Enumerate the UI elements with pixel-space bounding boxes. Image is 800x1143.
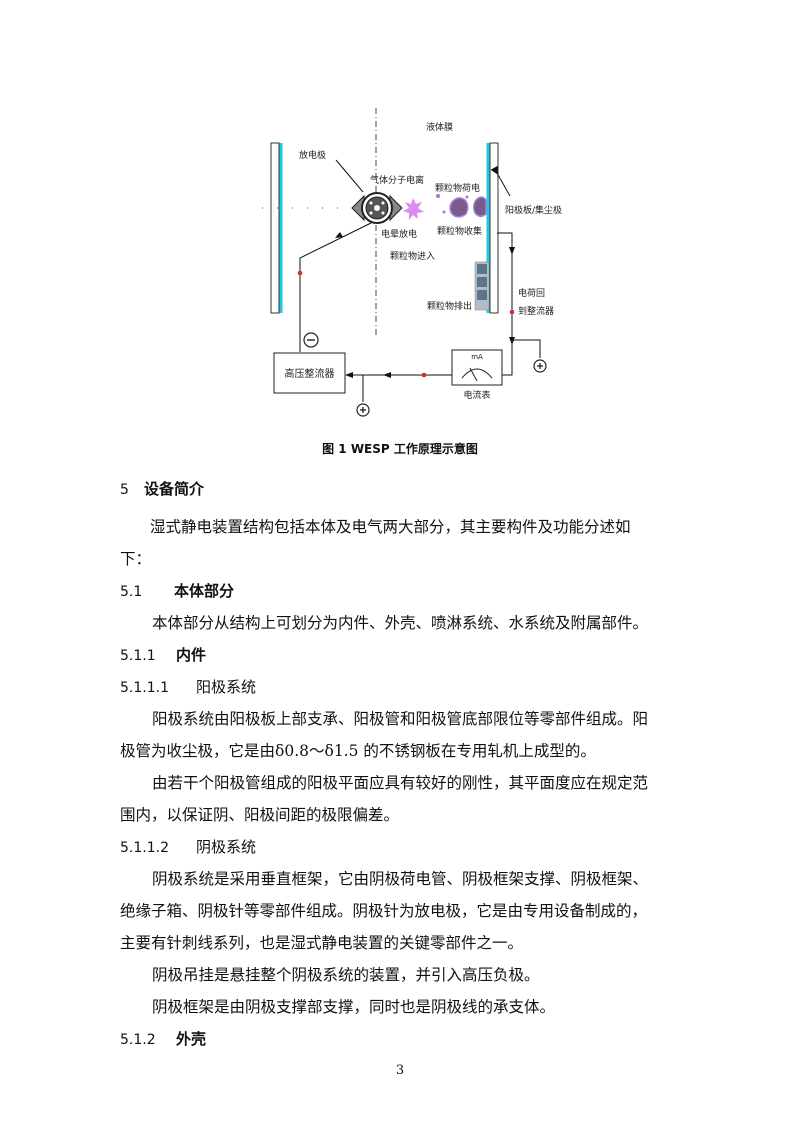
heading-5-1: 5.1 本体部分 — [120, 581, 234, 602]
discharge-electrode-icon — [351, 192, 403, 224]
label-anode-plate: 阳极板/集尘极 — [505, 204, 562, 216]
wire-arrow-icon — [383, 372, 391, 378]
ion-dot — [465, 195, 469, 199]
ammeter-dial-icon — [461, 368, 493, 379]
paragraph-line: 阴极系统是采用垂直框架，它由阴极荷电管、阴极框架支撑、阴极框架、 — [152, 870, 649, 888]
heading-number: 5.1.2 — [120, 1032, 156, 1048]
wire-plate-to-ammeter — [497, 232, 513, 376]
left-plate — [270, 142, 280, 314]
ammeter-unit: mA — [471, 353, 483, 361]
paragraph-line: 围内，以保证阴、阳极间距的极限偏差。 — [120, 806, 400, 824]
page-number: 3 — [395, 1063, 405, 1078]
paragraph-line: 极管为收尘极，它是由δ0.8～δ1.5 的不锈钢板在专用轧机上成型的。 — [120, 742, 596, 760]
heading-title: 阳极系统 — [196, 678, 257, 696]
wire-dot — [509, 309, 515, 315]
wire-electrode-to-rectifier — [299, 222, 372, 331]
ion-dot — [436, 194, 440, 198]
label-discharge-electrode: 放电极 — [299, 149, 326, 161]
paragraph-line: 绝缘子箱、阴极针等零部件组成。阴极针为放电极，它是由专用设备制成的， — [120, 902, 648, 920]
heading-5-1-1-2: 5.1.1.2 阴极系统 — [120, 837, 256, 858]
heading-title: 阴极系统 — [196, 838, 257, 856]
ionization-burst-icon — [403, 198, 424, 220]
heading-number: 5.1.1 — [120, 648, 156, 664]
label-particle-charging: 颗粒物荷电 — [435, 182, 480, 194]
figure-caption: 图 1 WESP 工作原理示意图 — [322, 442, 478, 456]
heading-number: 5.1.1.2 — [120, 840, 169, 856]
heading-number: 5 — [120, 482, 129, 498]
heading-title: 设备简介 — [144, 480, 205, 498]
wire-ground-right — [512, 339, 541, 358]
label-corona-discharge: 电晕放电 — [381, 228, 417, 240]
heading-title: 外壳 — [176, 1030, 207, 1048]
ammeter-needle-icon — [469, 367, 478, 382]
plus-terminal-icon — [533, 359, 547, 373]
paragraph-line: 湿式静电装置结构包括本体及电气两大部分，其主要构件及功能分述如 — [150, 518, 631, 536]
wire-arrow-icon — [509, 337, 515, 345]
charged-particle-icon — [449, 196, 487, 218]
label-charge-return-2: 到整流器 — [518, 305, 554, 317]
wire-arrow-icon — [509, 247, 515, 255]
right-plate — [489, 142, 499, 314]
wire-dot — [421, 372, 427, 378]
heading-5-1-1-1: 5.1.1.1 阳极系统 — [120, 677, 256, 698]
paragraph-line: 阳极系统由阳极板上部支承、阳极管和阳极管底部限位等零部件组成。阳 — [152, 710, 649, 728]
heading-number: 5.1.1.1 — [120, 680, 169, 696]
label-liquid-film: 液体膜 — [426, 121, 453, 133]
paragraph-line: 主要有针刺线系列，也是湿式静电装置的关键零部件之一。 — [120, 934, 524, 952]
heading-5-1-1: 5.1.1 内件 — [120, 645, 206, 666]
minus-terminal-icon — [303, 332, 319, 348]
ammeter-box — [451, 349, 503, 386]
paragraph-line: 阴极框架是由阴极支撑部支撑，同时也是阴极线的承支体。 — [152, 998, 556, 1016]
paragraph-line: 本体部分从结构上可划分为内件、外壳、喷淋系统、水系统及附属部件。 — [152, 614, 649, 632]
heading-5: 5 设备简介 — [120, 479, 204, 500]
ammeter-label: 电流表 — [463, 389, 490, 401]
pointer-line — [490, 165, 511, 197]
wesp-diagram: 高压整流器 mA 电流表 放电极 气体分子电离 颗粒物荷电 液体膜 阳极板/集尘… — [262, 108, 562, 417]
ion-dot — [442, 210, 446, 214]
collected-particles-stack — [474, 261, 490, 311]
label-particle-collection: 颗粒物收集 — [437, 225, 482, 237]
label-charge-return-1: 电荷回 — [518, 287, 545, 299]
paragraph-line: 由若干个阳极管组成的阳极平面应具有较好的刚性，其平面度应在规定范 — [152, 774, 649, 792]
paragraph-line: 下： — [120, 550, 152, 568]
hv-rectifier-box — [273, 352, 346, 394]
label-particle-discharge: 颗粒物排出 — [427, 300, 472, 312]
heading-5-1-2: 5.1.2 外壳 — [120, 1029, 206, 1050]
hv-rectifier-label: 高压整流器 — [285, 367, 335, 380]
wire-arrow-icon — [335, 232, 343, 238]
paragraph-line: 阴极吊挂是悬挂整个阴极系统的装置，并引入高压负极。 — [152, 966, 540, 984]
heading-title: 本体部分 — [174, 582, 235, 600]
wire-arrow-icon — [345, 372, 353, 378]
label-gas-ionization: 气体分子电离 — [370, 174, 424, 186]
heading-number: 5.1 — [120, 584, 143, 600]
label-particle-entry: 颗粒物进入 — [390, 250, 435, 262]
plus-terminal-icon — [356, 403, 370, 417]
heading-title: 内件 — [176, 646, 207, 664]
pointer-line — [335, 159, 364, 193]
wire-dot — [297, 270, 303, 276]
